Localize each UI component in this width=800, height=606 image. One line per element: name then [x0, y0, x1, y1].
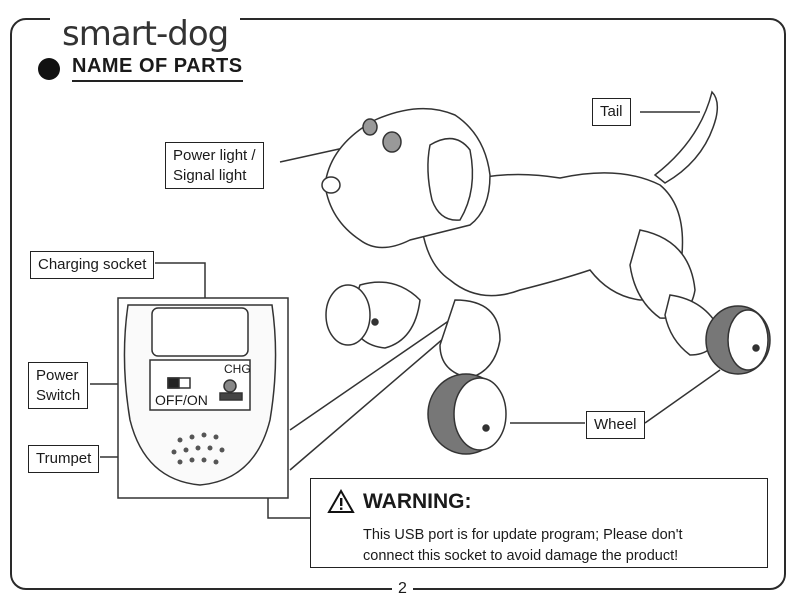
power-switch-knob: [167, 377, 180, 389]
rear-wheel-face: [727, 309, 769, 371]
charging-socket-shape: [223, 379, 237, 393]
warning-title: WARNING:: [363, 489, 472, 513]
front-wheel-face: [453, 377, 507, 451]
section-title: NAME OF PARTS: [72, 55, 243, 82]
charging-socket-label: Charging socket: [30, 251, 155, 279]
warning-box: WARNING: This USB port is for update pro…: [310, 478, 768, 568]
chg-label: CHG: [224, 362, 251, 376]
page-number: 2: [392, 580, 413, 598]
warning-line2: connect this socket to avoid damage the …: [363, 548, 679, 565]
off-on-label: OFF/ON: [155, 392, 208, 408]
dog-nose: [321, 176, 341, 194]
dog-ear: [427, 137, 474, 221]
inset-top-panel: [151, 307, 249, 357]
wheel-label: Wheel: [586, 411, 645, 439]
section-heading: NAME OF PARTS: [38, 55, 243, 82]
front-right-leg: [439, 299, 501, 379]
brand-title: smart-dog: [50, 14, 241, 54]
zoom-line-upper: [289, 319, 451, 431]
warning-line1: This USB port is for update program; Ple…: [363, 527, 683, 543]
warning-triangle-icon: [327, 489, 355, 513]
power-switch-label-line2: Switch: [36, 386, 81, 404]
power-light-label: Power light / Signal light: [165, 142, 264, 189]
bullet-icon: [38, 57, 60, 80]
tail-shape: [653, 90, 719, 184]
trumpet-label: Trumpet: [28, 445, 100, 473]
front-wheel-dot: [482, 424, 490, 432]
trumpet-speaker-grille: [171, 432, 225, 465]
power-light-eye: [382, 131, 402, 153]
zoom-line-lower: [289, 319, 466, 471]
warning-text: This USB port is for update program; Ple…: [363, 525, 683, 567]
front-left-foot: [325, 284, 371, 346]
power-switch-label: Power Switch: [28, 362, 89, 409]
power-light-label-line1: Power light /: [173, 147, 256, 164]
tail-label: Tail: [592, 98, 631, 126]
rear-wheel-dot: [752, 344, 760, 352]
wheel-callout-line-right: [644, 369, 721, 424]
power-light-label-line2: Signal light: [173, 166, 247, 184]
power-switch-label-line1: Power: [36, 367, 79, 384]
warning-header: WARNING:: [327, 489, 472, 514]
front-left-leg-dot: [371, 318, 379, 326]
signal-light-eye: [362, 118, 378, 136]
charging-socket-base: [219, 392, 243, 401]
